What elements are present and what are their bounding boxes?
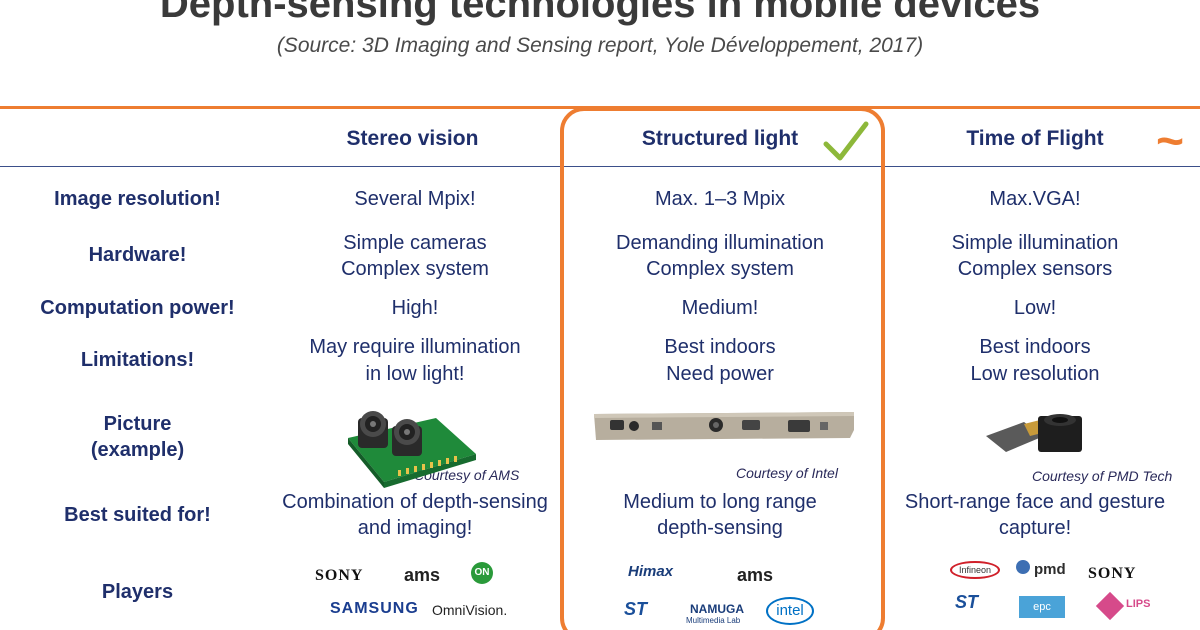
stereo-courtesy: Courtesy of AMS <box>414 467 520 483</box>
pmd-logo-icon <box>1016 560 1030 574</box>
stereo-best-line-2: and imaging! <box>357 517 473 539</box>
sony-logo-2: SONY <box>1088 565 1137 582</box>
column-header-structured-light: Structured light <box>641 127 799 150</box>
row-header-hardware: Hardware! <box>88 244 187 266</box>
intel-logo: intel <box>766 597 814 625</box>
st-logo: ST <box>624 599 648 619</box>
namuga-logo: NAMUGA <box>690 602 744 616</box>
lips-logo-icon <box>1095 591 1125 621</box>
row-header-picture-example: (example) <box>90 439 185 461</box>
structured-limitations-line-1: Best indoors <box>664 336 776 358</box>
tof-hardware-line-1: Simple illumination <box>951 232 1119 254</box>
row-header-limitations: Limitations! <box>80 349 195 371</box>
tilde-icon: ~ <box>1156 115 1185 168</box>
structured-light-sensor-bar-image <box>594 412 854 440</box>
structured-computation: Medium! <box>681 297 759 319</box>
stereo-computation: High! <box>391 297 439 319</box>
on-semiconductor-logo: ON <box>471 562 493 584</box>
tof-computation: Low! <box>1013 297 1057 319</box>
check-mark-icon <box>823 121 869 161</box>
pmd-logo: pmd <box>1034 561 1066 578</box>
row-header-picture: Picture <box>103 413 172 435</box>
structured-courtesy: Courtesy of Intel <box>736 465 838 481</box>
tof-resolution: Max.VGA! <box>989 188 1081 210</box>
namuga-logo-subtitle: Multimedia Lab <box>686 616 741 625</box>
stereo-camera-module-image <box>348 411 476 488</box>
row-header-best-suited-for: Best suited for! <box>64 504 211 526</box>
lips-logo: LIPS <box>1126 598 1151 610</box>
tof-courtesy: Courtesy of PMD Tech <box>1032 468 1173 484</box>
infineon-logo: Infineon <box>950 561 1000 579</box>
structured-hardware-line-2: Complex system <box>646 258 794 280</box>
row-header-computation-power: Computation power! <box>40 297 235 319</box>
omnivision-logo: OmniVision. <box>432 602 508 618</box>
column-header-time-of-flight: Time of Flight <box>966 127 1104 150</box>
header-divider <box>0 166 1200 167</box>
tof-sensor-module-image <box>986 414 1082 452</box>
tof-limitations-line-2: Low resolution <box>970 363 1100 385</box>
stereo-hardware-line-2: Complex system <box>341 258 489 280</box>
stereo-hardware-line-1: Simple cameras <box>343 232 487 254</box>
samsung-logo: SAMSUNG <box>330 600 419 617</box>
stereo-resolution: Several Mpix! <box>354 188 476 210</box>
structured-light-highlight <box>560 107 885 630</box>
stereo-limitations-line-1: May require illumination <box>309 336 521 358</box>
himax-logo: Himax <box>628 563 674 580</box>
tof-limitations-line-1: Best indoors <box>979 336 1091 358</box>
structured-resolution: Max. 1–3 Mpix <box>654 188 786 210</box>
tof-best-line-2: capture! <box>998 517 1072 539</box>
structured-best-line-2: depth-sensing <box>657 517 783 539</box>
tof-hardware-line-2: Complex sensors <box>957 258 1113 280</box>
ams-logo: ams <box>404 565 441 585</box>
stereo-best-line-1: Combination of depth-sensing <box>282 491 548 513</box>
st-logo-2: ST <box>955 592 979 612</box>
structured-limitations-line-2: Need power <box>666 363 774 385</box>
stereo-limitations-line-2: in low light! <box>365 363 465 385</box>
column-header-stereo-vision: Stereo vision <box>346 127 479 150</box>
row-header-players: Players <box>101 581 174 603</box>
sony-logo: SONY <box>315 567 364 584</box>
slide-subtitle: (Source: 3D Imaging and Sensing report, … <box>276 34 924 57</box>
ams-logo-2: ams <box>737 565 774 585</box>
structured-hardware-line-1: Demanding illumination <box>616 232 824 254</box>
epc-logo: epc <box>1019 596 1065 618</box>
slide-title: Depth-sensing technologies in mobile dev… <box>159 0 1041 26</box>
structured-best-line-1: Medium to long range <box>623 491 817 513</box>
row-header-image-resolution: Image resolution! <box>54 188 221 210</box>
tof-best-line-1: Short-range face and gesture <box>904 491 1166 513</box>
